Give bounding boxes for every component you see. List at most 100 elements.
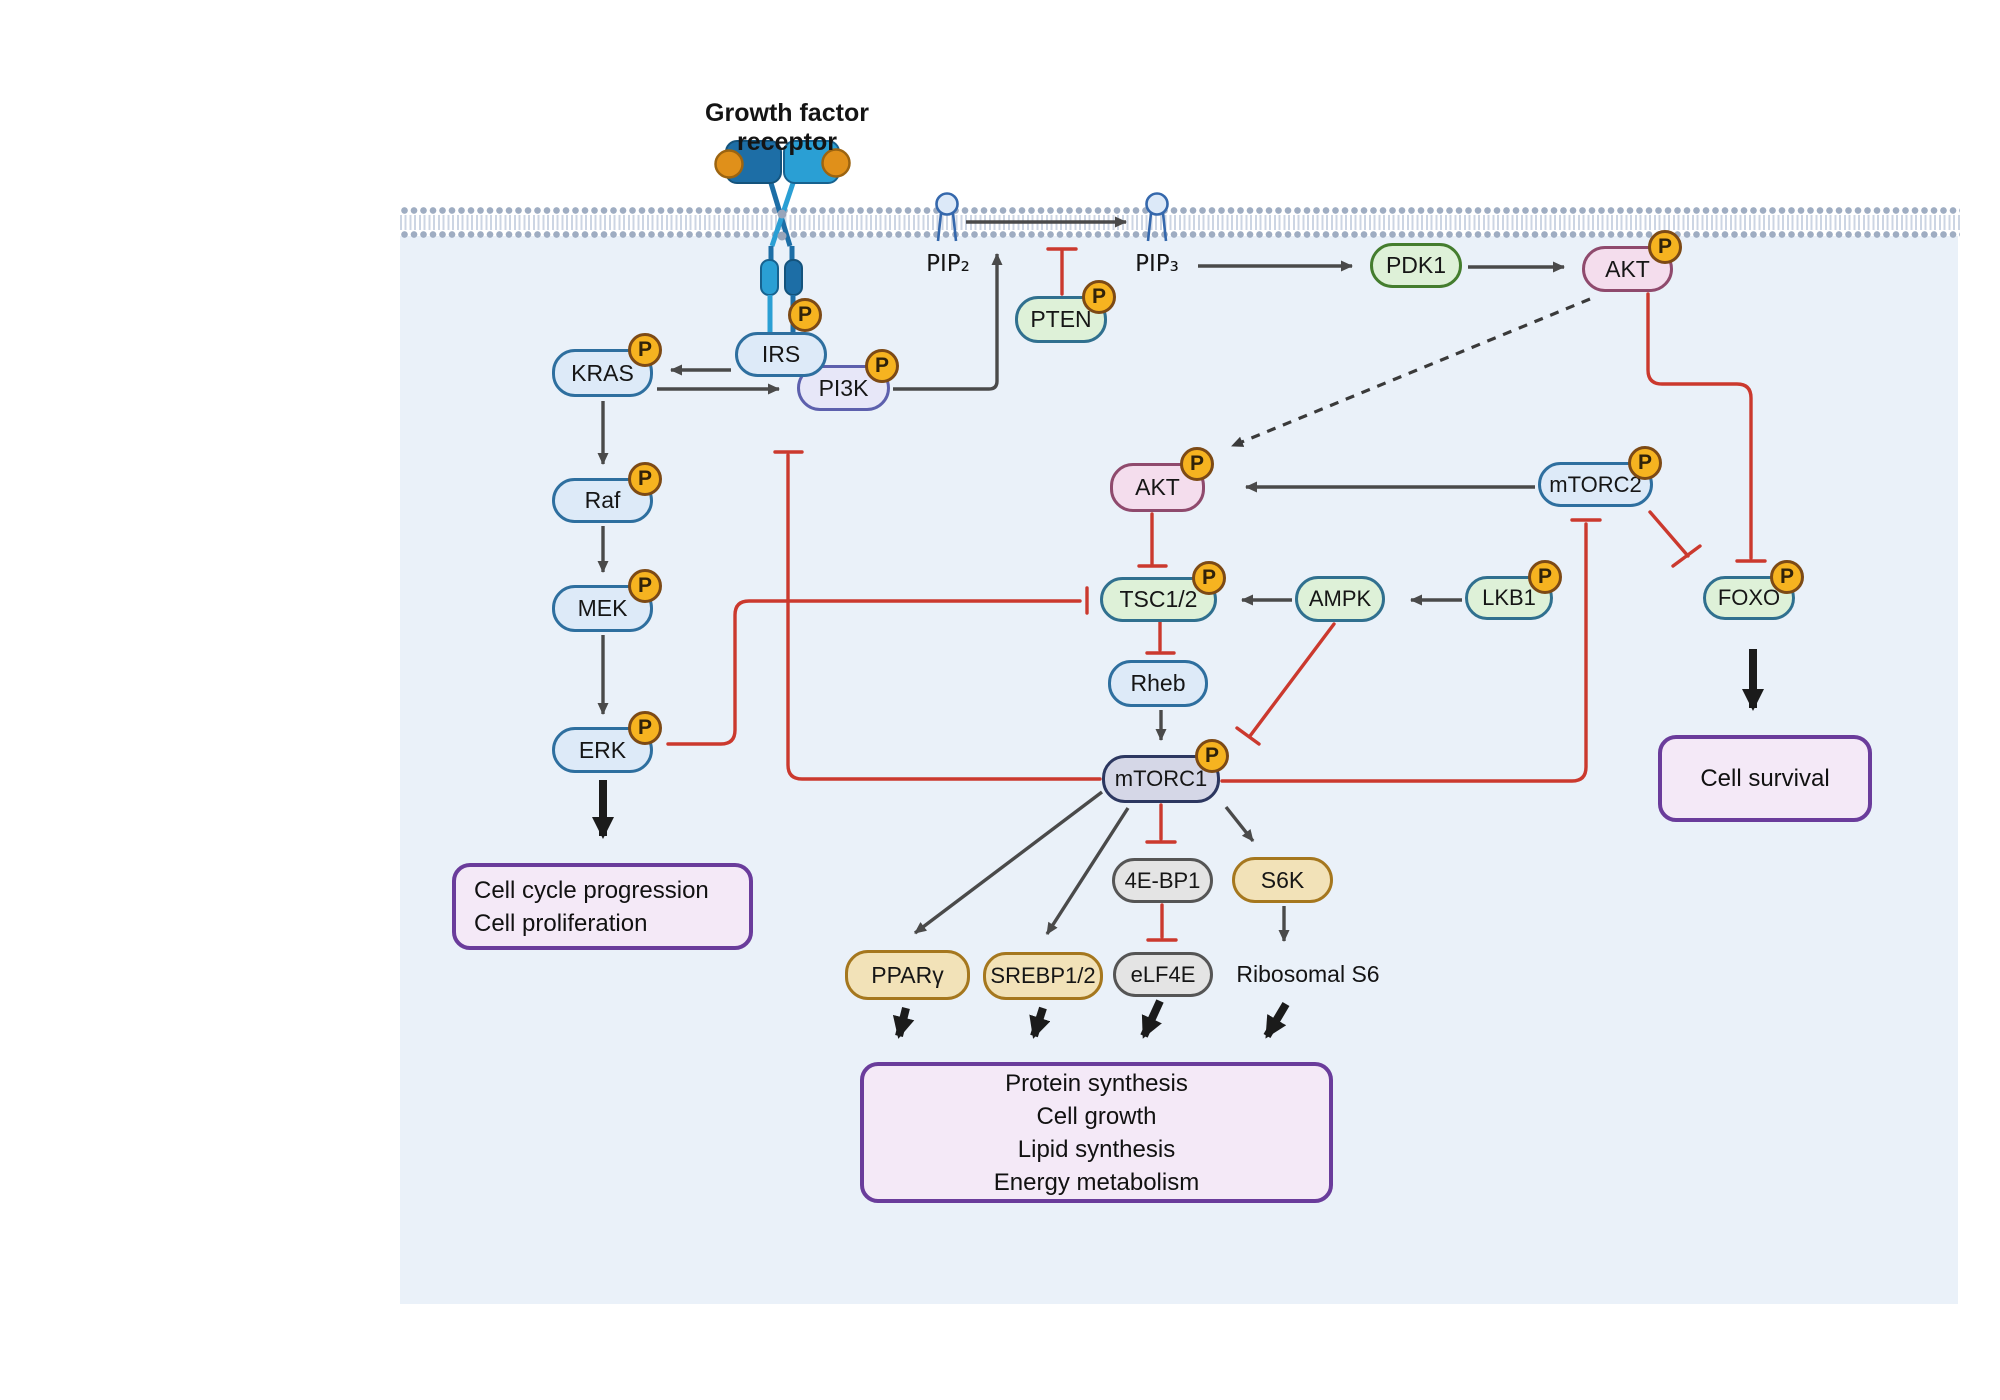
- thick-arrow-pparg-to-outcomes: [892, 1007, 915, 1039]
- node-s6k: S6K: [1232, 857, 1333, 903]
- outcome-cell-cycle: Cell cycle progression Cell proliferatio…: [452, 863, 753, 950]
- phospho-badge: P: [788, 298, 822, 332]
- inhibit-pten-pip-conversion: [1046, 247, 1078, 296]
- membrane-lipid-tails: [400, 215, 1960, 230]
- node-label: ERK: [578, 736, 627, 763]
- phospho-badge: P: [1082, 280, 1116, 314]
- node-pdk1: PDK1: [1370, 243, 1462, 288]
- node-rheb: Rheb: [1108, 660, 1208, 707]
- node-label: SREBP1/2: [990, 963, 1096, 988]
- node-label: mTORC1: [1114, 766, 1208, 791]
- outcome-cell-survival: Cell survival: [1658, 735, 1872, 822]
- inhibit-mtorc1-4ebp1: [1145, 803, 1177, 844]
- node-irs: IRS P: [735, 298, 827, 377]
- node-label: eLF4E: [1130, 961, 1196, 987]
- membrane-inner-leaflet: [400, 230, 1960, 239]
- inhibit-membrane-akt-foxo: [1646, 292, 1767, 563]
- inhibit-tsc12-rheb: [1145, 618, 1176, 655]
- node-label: mTORC2: [1549, 471, 1642, 497]
- node-label: AKT: [1605, 255, 1650, 282]
- node-label: TSC1/2: [1119, 586, 1198, 612]
- outcome-line: Cell proliferation: [474, 909, 648, 937]
- inhibit-mtorc1-feedback-irs-pi3k: [773, 450, 1102, 781]
- node-label: FOXO: [1717, 585, 1781, 610]
- phospho-badge: P: [628, 711, 662, 745]
- node-label: MEK: [577, 595, 628, 621]
- phospho-badge: P: [1528, 560, 1562, 594]
- node-label: KRAS: [571, 359, 634, 386]
- node-label: S6K: [1260, 866, 1305, 893]
- phospho-badge: P: [1770, 560, 1804, 594]
- arrow-mtorc1-to-srebp: [1045, 807, 1130, 935]
- ligand-icon: [821, 148, 851, 178]
- phospho-badge: P: [1628, 446, 1662, 480]
- thick-arrow-elf4e-to-outcomes: [1140, 999, 1164, 1039]
- node-elf4e: eLF4E: [1113, 952, 1213, 997]
- inhibit-ampk-mtorc1: [1235, 622, 1336, 746]
- outcome-line: Cell growth: [1036, 1102, 1157, 1130]
- inhibit-mtorc2-foxo: [1648, 510, 1702, 568]
- inhibit-akt-tsc12: [1137, 512, 1168, 568]
- inhibit-erk-tsc12: [666, 586, 1089, 746]
- node-label: PDK1: [1385, 252, 1447, 278]
- node-label: PI3K: [818, 374, 869, 401]
- node-label: PTEN: [1030, 306, 1092, 332]
- ribosomal-s6-label: Ribosomal S6: [1236, 961, 1380, 987]
- arrow-mtorc1-to-s6k: [1224, 805, 1255, 843]
- inhibit-4ebp1-elf4e: [1146, 903, 1178, 942]
- node-lkb1: LKB1 P: [1465, 560, 1562, 620]
- node-srebp: SREBP1/2: [983, 952, 1103, 1000]
- phospho-badge: P: [628, 462, 662, 496]
- arrow-mtorc1-to-pparg: [913, 790, 1104, 935]
- node-label: Rheb: [1130, 670, 1186, 696]
- phospho-badge: P: [865, 349, 899, 383]
- ligand-icon: [714, 149, 744, 179]
- node-label: IRS: [761, 341, 801, 367]
- pip2-label: PIP₂: [926, 251, 970, 277]
- phospho-badge: P: [1648, 230, 1682, 264]
- node-ampk: AMPK: [1295, 576, 1385, 622]
- node-label: PPARγ: [871, 961, 944, 988]
- node-akt-membrane: AKT P: [1582, 230, 1682, 292]
- phospho-badge: P: [628, 333, 662, 367]
- growth-factor-receptor-icon: [714, 140, 851, 333]
- node-label: AMPK: [1308, 586, 1372, 611]
- node-pparg: PPARγ: [845, 950, 970, 1000]
- thick-arrow-ribosomal-s6-to-outcomes: [1263, 1001, 1290, 1039]
- node-erk: ERK P: [552, 711, 662, 773]
- outcome-line: Protein synthesis: [1005, 1069, 1188, 1097]
- phospho-badge: P: [1180, 447, 1214, 481]
- node-mtorc2: mTORC2 P: [1538, 446, 1662, 507]
- pip3-lipid-icon: [1145, 192, 1169, 242]
- node-mek: MEK P: [552, 569, 662, 632]
- node-pten: PTEN P: [1015, 280, 1116, 343]
- phospho-badge: P: [1195, 739, 1229, 773]
- thick-arrow-srebp-to-outcomes: [1029, 1006, 1051, 1039]
- node-mtorc1: mTORC1 P: [1102, 739, 1229, 803]
- node-foxo: FOXO P: [1703, 560, 1804, 620]
- node-label: LKB1: [1482, 585, 1536, 610]
- inhibit-mtorc1-mtorc2: [1220, 518, 1602, 783]
- node-raf: Raf P: [552, 462, 662, 523]
- diagram-title: Growth factor receptor: [705, 99, 869, 156]
- phospho-badge: P: [1192, 561, 1226, 595]
- outcome-metabolic: Protein synthesis Cell growth Lipid synt…: [860, 1062, 1333, 1203]
- node-4ebp1: 4E-BP1: [1112, 858, 1213, 903]
- pip2-lipid-icon: [935, 192, 959, 242]
- phospho-badge: P: [628, 569, 662, 603]
- membrane-outer-leaflet: [400, 206, 1960, 215]
- outcome-line: Cell cycle progression: [474, 876, 709, 904]
- outcome-line: Cell survival: [1700, 765, 1830, 792]
- plasma-membrane: [400, 206, 1960, 239]
- outcome-line: Lipid synthesis: [1017, 1135, 1176, 1163]
- dashed-arrow-membrane-akt-to-akt: [1231, 297, 1591, 448]
- node-akt: AKT P: [1110, 447, 1214, 512]
- outcome-line: Energy metabolism: [993, 1168, 1200, 1196]
- pip3-label: PIP₃: [1135, 251, 1179, 277]
- node-label: AKT: [1135, 474, 1180, 500]
- node-label: Raf: [584, 487, 621, 513]
- node-kras: KRAS P: [552, 333, 662, 397]
- node-label: 4E-BP1: [1124, 867, 1201, 893]
